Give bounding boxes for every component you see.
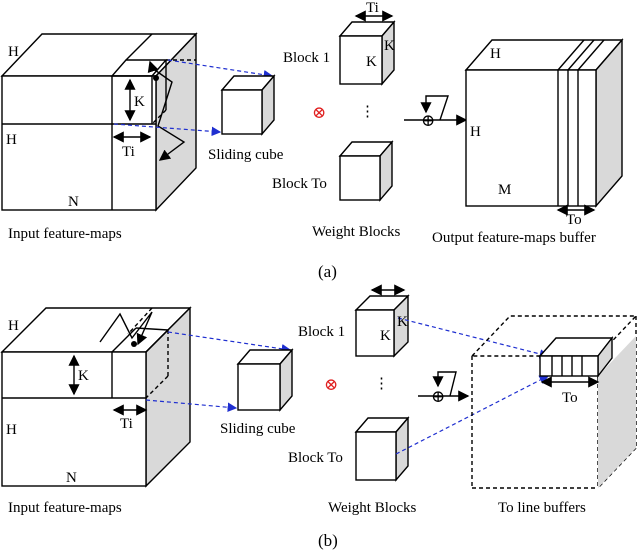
block-to-label-b: Block To: [288, 450, 343, 466]
input-feature-maps-label-b: Input feature-maps: [8, 500, 122, 516]
weight-k-front-label-a: K: [366, 54, 377, 70]
input-ti-label-a: Ti: [122, 144, 135, 160]
block-to-label-a: Block To: [272, 176, 327, 192]
accumulator-b: [418, 371, 470, 402]
weight-blocks-label-b: Weight Blocks: [328, 500, 417, 516]
panel-a: H H N K Ti Input feature-maps Sliding cu…: [0, 0, 624, 281]
input-ti-label-b: Ti: [120, 416, 133, 432]
add-icon-b: ⊕: [431, 387, 445, 406]
output-m-label-a: M: [498, 182, 511, 198]
block-1-label-a: Block 1: [283, 50, 330, 66]
accumulator-a: [404, 95, 468, 126]
flow-arrow-bottom-a: [113, 123, 222, 137]
add-icon-a: ⊕: [421, 111, 435, 130]
input-k-label-b: K: [78, 368, 89, 384]
input-n-label-a: N: [68, 194, 79, 210]
caption-a: (a): [318, 262, 337, 281]
output-h-left-label-a: H: [470, 124, 481, 140]
block-1-label-b: Block 1: [298, 324, 345, 340]
output-to-label-b: To: [562, 390, 578, 406]
output-to-label-a: To: [566, 212, 582, 228]
input-feature-maps-label-a: Input feature-maps: [8, 226, 122, 242]
output-buffer-label-a: Output feature-maps buffer: [432, 230, 596, 246]
sliding-cube-b: [236, 348, 294, 412]
line-buffers-label-b: To line buffers: [498, 500, 586, 516]
weight-k-side-label-b: K: [397, 314, 408, 330]
output-buffer-a: [464, 38, 624, 216]
weight-k-side-label-a: K: [384, 38, 395, 54]
input-k-label-a: K: [134, 94, 145, 110]
input-h-left-label-a: H: [6, 132, 17, 148]
weight-block-1-b: [354, 284, 550, 359]
input-h-top-label-a: H: [8, 44, 19, 60]
ellipsis-b: ⋮: [374, 376, 389, 392]
multiply-icon-b: ⊗: [324, 375, 338, 394]
weight-k-front-label-b: K: [380, 328, 391, 344]
weight-ti-label-a: Ti: [366, 0, 379, 16]
weight-block-to-b: [354, 375, 550, 482]
weight-block-to-a: [338, 140, 394, 202]
sliding-cube-label-a: Sliding cube: [208, 147, 284, 163]
flow-arrow-bottom-b: [145, 399, 238, 413]
input-n-label-b: N: [66, 470, 77, 486]
input-h-top-label-b: H: [8, 318, 19, 334]
caption-b: (b): [318, 531, 338, 550]
line-buffers-b: [470, 315, 638, 489]
input-h-left-label-b: H: [6, 422, 17, 438]
input-feature-maps-cube-b: H H N K Ti: [0, 306, 192, 488]
sliding-cube-label-b: Sliding cube: [220, 421, 296, 437]
flow-arrow-top-a: [167, 59, 274, 80]
multiply-icon-a: ⊗: [312, 103, 326, 122]
input-feature-maps-cube-a: H H N K Ti: [0, 32, 198, 212]
weight-blocks-label-a: Weight Blocks: [312, 224, 401, 240]
output-h-top-label-a: H: [490, 46, 501, 62]
panel-b: H H N K Ti Input feature-maps Sliding cu…: [0, 284, 638, 550]
sliding-cube-a: [220, 74, 276, 136]
ellipsis-a: ⋮: [360, 104, 375, 120]
weight-block-1-a: [338, 10, 396, 86]
